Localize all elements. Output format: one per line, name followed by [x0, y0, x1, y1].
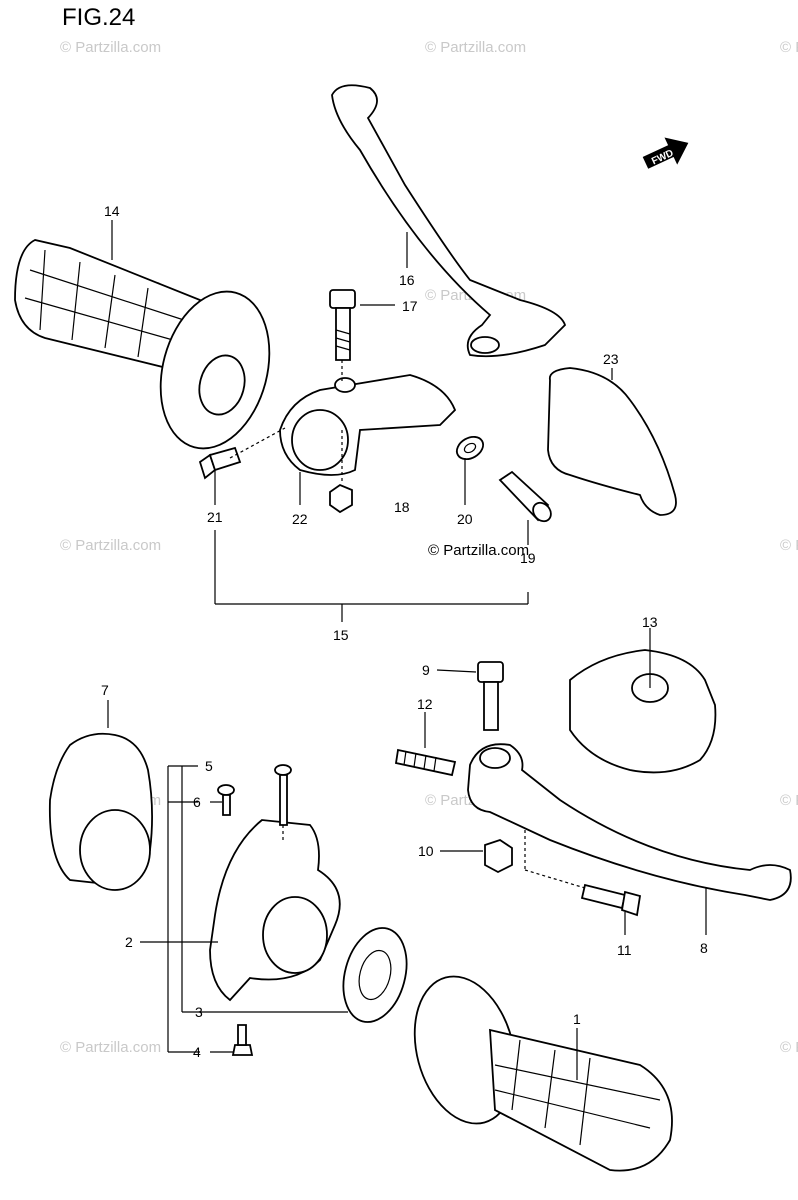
leader-lines — [107, 220, 707, 1080]
callout-5: 5 — [205, 758, 213, 774]
adjuster-part — [498, 470, 552, 523]
callout-1: 1 — [573, 1011, 581, 1027]
locknut-part — [455, 435, 485, 461]
callout-16: 16 — [399, 272, 415, 288]
nut-part — [484, 839, 513, 874]
callout-11: 11 — [617, 942, 632, 958]
watermark-center: © Partzilla.com — [428, 542, 529, 559]
callout-8: 8 — [700, 940, 708, 956]
screw-part — [274, 764, 292, 826]
nut-part — [329, 483, 353, 514]
watermark: © Partzilla.com — [60, 537, 161, 554]
watermark: © Partzilla.com — [780, 39, 798, 56]
callout-9: 9 — [422, 662, 430, 678]
left-grip-part — [14, 239, 271, 450]
callout-3: 3 — [195, 1004, 203, 1020]
forward-label: FWD — [650, 148, 675, 168]
lever-cover-part — [547, 367, 677, 516]
callout-4: 4 — [193, 1044, 201, 1060]
callout-6: 6 — [193, 794, 201, 810]
callout-10: 10 — [418, 843, 434, 859]
throttle-drum-part — [342, 927, 408, 1023]
watermark: © Partzilla.com — [60, 39, 161, 56]
callout-20: 20 — [457, 511, 473, 527]
clutch-lever-part — [331, 84, 567, 358]
callout-18: 18 — [394, 499, 410, 515]
lever-cover-part — [569, 649, 717, 774]
watermark: © Partzilla.com — [780, 1039, 798, 1056]
callout-23: 23 — [603, 351, 619, 367]
watermarks: © Partzilla.com © Partzilla.com © Partzi… — [60, 39, 798, 1056]
callout-7: 7 — [101, 682, 109, 698]
callout-14: 14 — [104, 203, 120, 219]
screw-part — [231, 1024, 254, 1056]
callout-13: 13 — [642, 614, 658, 630]
right-grip-part — [413, 975, 673, 1172]
callout-15: 15 — [333, 627, 349, 643]
spring-part — [394, 748, 457, 777]
brake-lever-part — [467, 743, 792, 901]
callout-21: 21 — [207, 509, 223, 525]
figure-title: FIG.24 — [62, 4, 136, 31]
callouts: 14 16 17 23 21 22 18 20 19 15 13 9 7 12 … — [101, 203, 708, 1060]
watermark: © Partzilla.com — [780, 537, 798, 554]
bolt-part — [477, 661, 504, 731]
callout-22: 22 — [292, 511, 308, 527]
callout-17: 17 — [402, 298, 418, 314]
throttle-housing-part — [209, 819, 341, 1002]
watermark: © Partzilla.com — [425, 39, 526, 56]
watermark: © Partzilla.com — [780, 792, 798, 809]
callout-12: 12 — [417, 696, 433, 712]
screw-part — [217, 784, 235, 816]
callout-19: 19 — [520, 550, 536, 566]
bolt-part — [198, 446, 242, 480]
screw-part — [580, 883, 642, 917]
forward-arrow-icon: FWD — [642, 137, 689, 169]
bolt-part — [329, 289, 356, 361]
callout-2: 2 — [125, 934, 133, 950]
lever-holder-part — [279, 374, 457, 476]
watermark: © Partzilla.com — [60, 1039, 161, 1056]
